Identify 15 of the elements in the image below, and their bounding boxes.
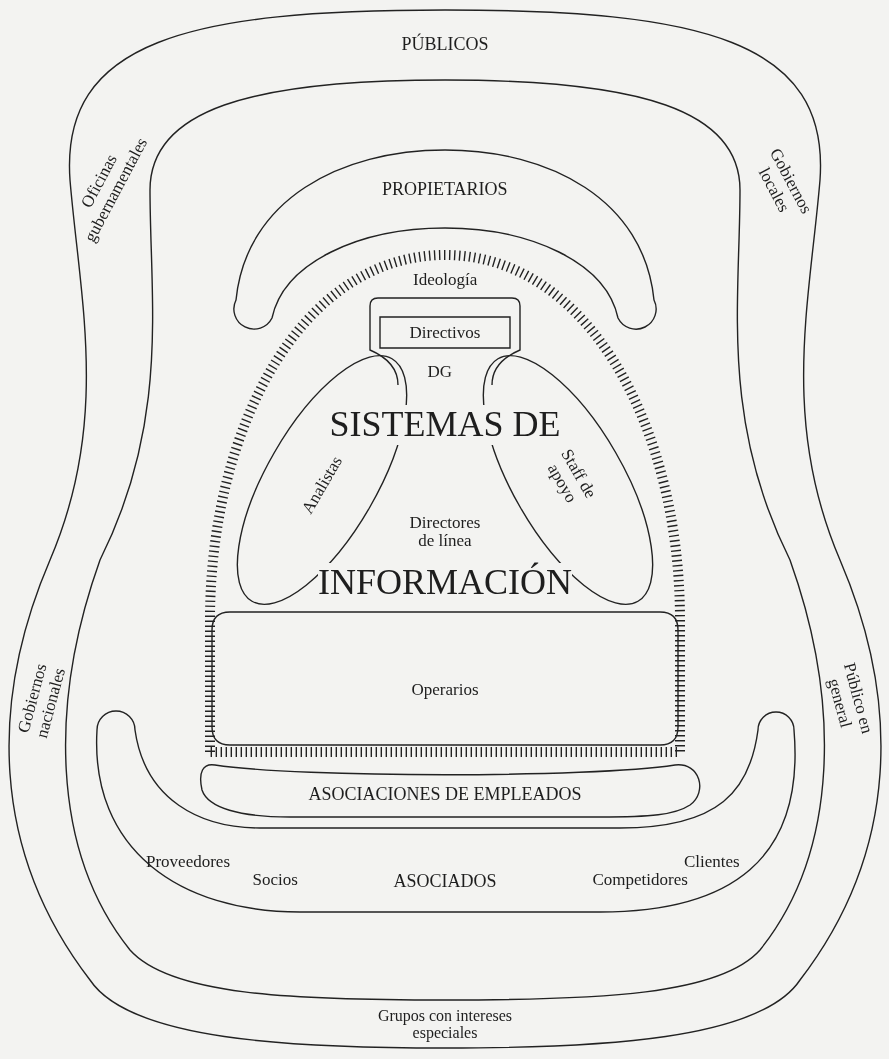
region-label: Grupos con intereses especiales — [376, 1006, 514, 1042]
region-label: PÚBLICOS — [401, 35, 489, 55]
region-label: ASOCIACIONES DE EMPLEADOS — [308, 785, 582, 805]
region-label: Público en general — [823, 659, 876, 737]
region-label: Ideología — [413, 270, 478, 290]
region-label: Gobiernos nacionales — [12, 659, 70, 742]
region-label: Proveedores — [146, 852, 231, 872]
region-label: Clientes — [684, 852, 740, 872]
heading-text: SISTEMAS DE — [329, 405, 561, 445]
region-label: Socios — [252, 870, 298, 890]
region-label: Operarios — [411, 680, 479, 700]
region-label: ASOCIADOS — [393, 872, 497, 892]
region-label: Competidores — [592, 870, 688, 890]
region-label: Directivos — [409, 323, 481, 343]
region-label: PROPIETARIOS — [382, 180, 508, 200]
